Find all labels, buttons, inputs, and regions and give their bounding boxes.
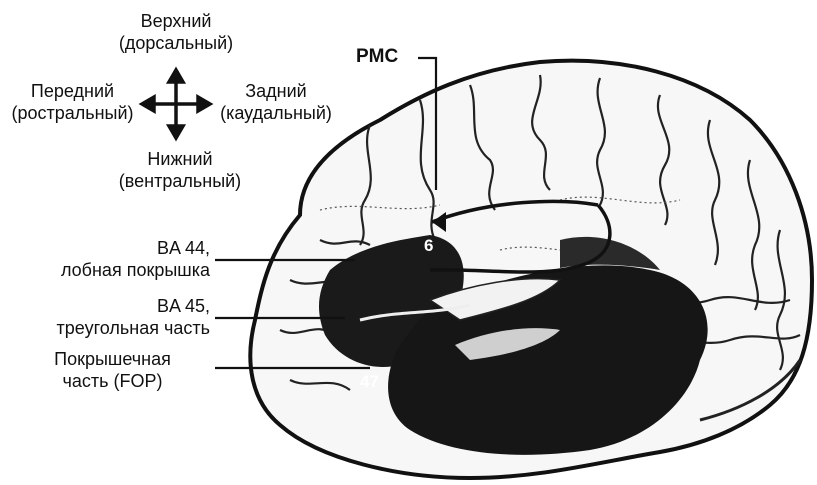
orientation-up-label: Верхний(дорсальный)	[108, 10, 244, 54]
area-47-label: 47	[360, 372, 379, 392]
pmc-label: PMC	[356, 46, 398, 68]
orientation-left-label: Передний(ростральный)	[5, 80, 140, 124]
orientation-arrows	[142, 70, 210, 138]
orientation-down-label: Нижний(вентральный)	[110, 148, 250, 192]
ba45-label: BA 45,треугольная часть	[20, 295, 210, 339]
area-6-label: 6	[424, 236, 433, 256]
ba44-label: BA 44,лобная покрышка	[20, 237, 210, 281]
orientation-right-label: Задний(каудальный)	[214, 80, 338, 124]
